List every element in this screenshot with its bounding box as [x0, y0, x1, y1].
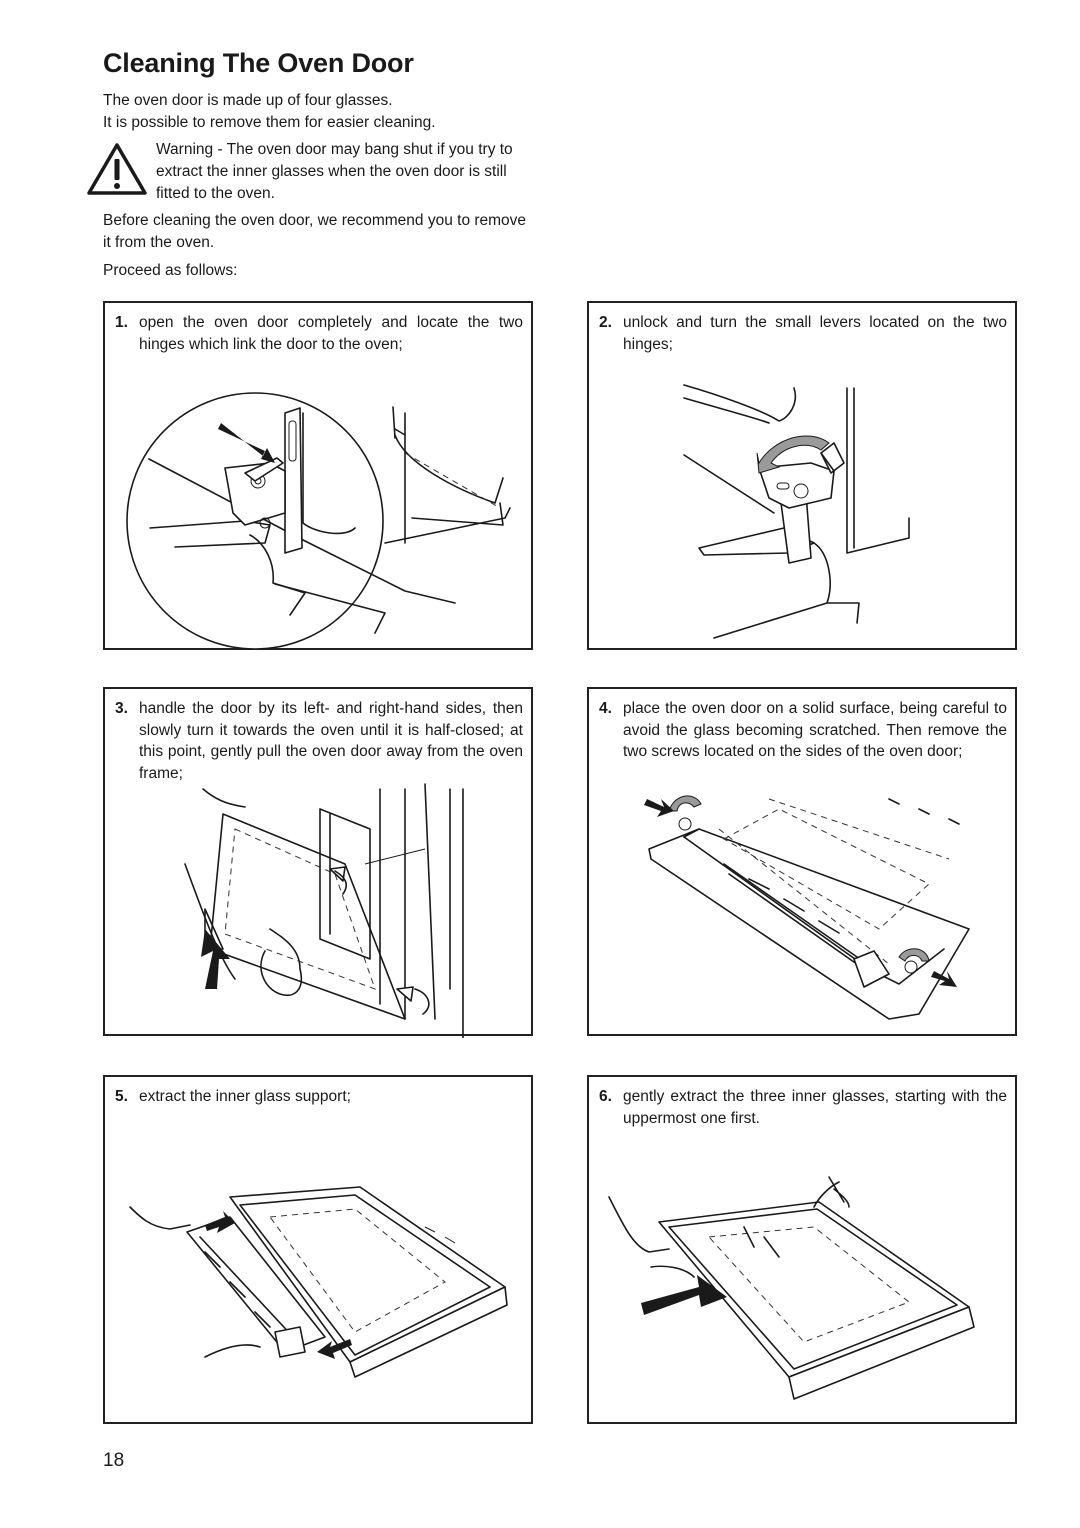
arrow-icon [201, 929, 230, 989]
step-4-panel: 4. place the oven door on a solid surfac… [587, 687, 1017, 1036]
intro-line-1: The oven door is made up of four glasses… [103, 92, 393, 109]
step-2-panel: 2. unlock and turn the small levers loca… [587, 301, 1017, 650]
warning-triangle-icon [87, 143, 147, 195]
step-6-panel: 6. gently extract the three inner glasse… [587, 1075, 1017, 1424]
extract-inner-glasses-illustration [608, 1176, 975, 1400]
arrow-icon [644, 799, 674, 817]
page-title: Cleaning The Oven Door [103, 48, 414, 78]
arrow-icon [641, 1275, 727, 1315]
step-number: 3. [115, 700, 128, 717]
hinge-location-illustration [126, 392, 511, 650]
unlock-levers-illustration [683, 384, 910, 639]
proceed-text: Proceed as follows: [103, 262, 238, 279]
step-text: gently extract the three inner glasses, … [623, 1088, 1007, 1127]
step-number: 4. [599, 700, 612, 717]
step-number: 2. [599, 314, 612, 331]
intro-line-2: It is possible to remove them for easier… [103, 114, 436, 131]
remove-door-illustration [184, 783, 464, 1038]
step-number: 6. [599, 1088, 612, 1105]
remove-screws-illustration [644, 795, 970, 1020]
arrow-icon [756, 435, 830, 474]
step-text: extract the inner glass support; [139, 1088, 351, 1105]
step-number: 5. [115, 1088, 128, 1105]
recommendation-text: Before cleaning the oven door, we recomm… [103, 212, 527, 251]
step-text: place the oven door on a solid surface, … [623, 700, 1007, 760]
page-number: 18 [103, 1450, 125, 1471]
arrow-icon [205, 1211, 235, 1233]
arrow-icon [317, 1339, 352, 1359]
arrow-icon [931, 971, 957, 987]
step-1-panel: 1. open the oven door completely and loc… [103, 301, 533, 650]
step-text: open the oven door completely and locate… [139, 314, 523, 353]
step-number: 1. [115, 314, 128, 331]
step-text: handle the door by its left- and right-h… [139, 700, 523, 782]
step-3-panel: 3. handle the door by its left- and righ… [103, 687, 533, 1038]
arrow-icon [218, 423, 275, 463]
extract-glass-support-illustration [129, 1186, 508, 1378]
step-text: unlock and turn the small levers located… [623, 314, 1007, 353]
step-5-panel: 5. extract the inner glass support; [103, 1075, 533, 1424]
warning-text: Warning - The oven door may bang shut if… [156, 141, 513, 202]
